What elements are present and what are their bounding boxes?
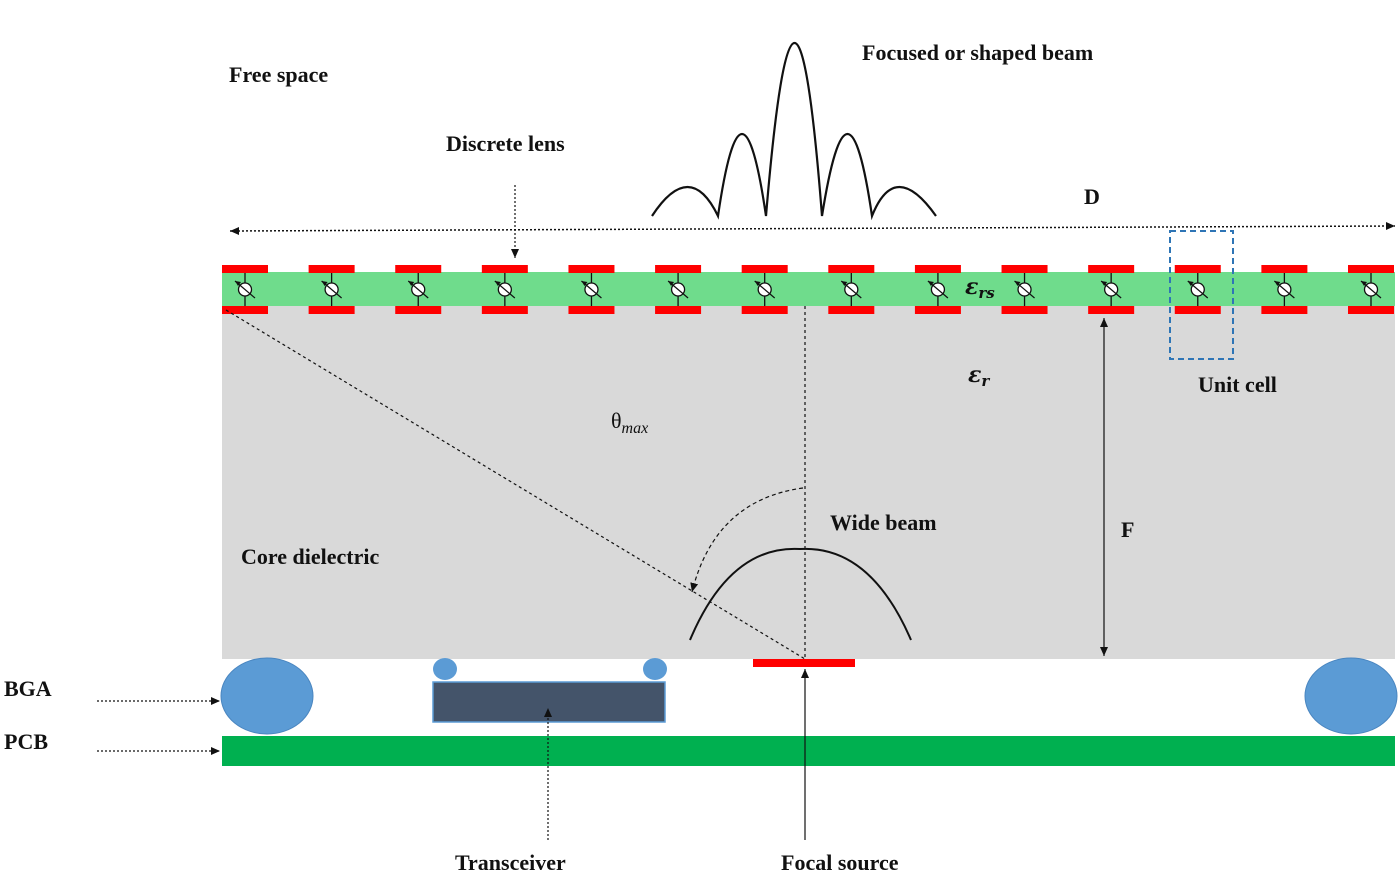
unit-cell	[568, 265, 615, 314]
unit-cell	[1174, 265, 1221, 314]
lens-permittivity-subscript: rs	[978, 284, 995, 302]
bottom-patch	[481, 306, 528, 314]
phase-shifter-arrowhead	[668, 281, 675, 286]
unit-cell	[222, 265, 268, 314]
transceiver-chip	[432, 681, 666, 723]
top-patch	[1261, 265, 1308, 273]
core-permittivity-symbol: ε	[968, 362, 981, 388]
top-patch	[828, 265, 875, 273]
phase-shifter-arrowhead	[1101, 281, 1108, 286]
pcb-label: PCB	[4, 729, 48, 754]
bottom-patch	[568, 306, 615, 314]
unit-cell	[395, 265, 442, 314]
bottom-patch	[1001, 306, 1048, 314]
bottom-patch	[741, 306, 788, 314]
transceiver-bump-left	[433, 658, 457, 680]
bottom-patch	[308, 306, 355, 314]
focal-source-patch	[753, 659, 855, 667]
focused-beam-pattern	[651, 41, 937, 221]
bottom-patch	[914, 306, 961, 314]
top-patch	[741, 265, 788, 273]
top-patch	[308, 265, 355, 273]
bottom-patch	[1088, 306, 1135, 314]
wide-beam-label: Wide beam	[830, 510, 937, 535]
unit-cell	[1348, 265, 1394, 314]
phase-shifter-arrowhead	[1014, 281, 1021, 286]
phase-shifter-arrowhead	[1361, 281, 1367, 286]
core-dielectric-block	[222, 305, 1395, 659]
free-space-label: Free space	[229, 62, 328, 87]
top-patch	[914, 265, 961, 273]
bga-label: BGA	[4, 676, 52, 701]
core-permittivity-label: εr	[968, 362, 990, 390]
unit-cell	[1001, 265, 1048, 314]
core-dielectric-label: Core dielectric	[241, 544, 379, 569]
top-patch	[655, 265, 702, 273]
theta-subscript: max	[622, 420, 649, 437]
bottom-patch	[1348, 306, 1394, 314]
phase-shifter-arrowhead	[754, 281, 761, 286]
wide-beam-pattern	[689, 547, 912, 641]
phase-shifter-arrowhead	[494, 281, 501, 286]
lens-permittivity-symbol: ε	[965, 274, 978, 300]
phase-shifter-arrowhead	[841, 281, 848, 286]
discrete-lens-label: Discrete lens	[446, 131, 565, 156]
unit-cell	[914, 265, 961, 314]
theta-max-label: θmax	[611, 408, 648, 437]
unit-cell	[1088, 265, 1135, 314]
unit-cell	[828, 265, 875, 314]
theta-max-ray	[225, 309, 806, 660]
bottom-patch	[1261, 306, 1308, 314]
focused-beam-label: Focused or shaped beam	[862, 40, 1093, 65]
top-patch	[568, 265, 615, 273]
unit-cell	[741, 265, 788, 314]
bottom-patch	[395, 306, 442, 314]
phase-shifter-arrowhead	[1187, 281, 1194, 286]
unit-cell	[308, 265, 355, 314]
unit-cell	[655, 265, 702, 314]
bga-ball-right	[1304, 657, 1398, 735]
bga-ball-left	[220, 657, 314, 735]
top-patch	[395, 265, 442, 273]
lens-permittivity-label: εrs	[965, 274, 995, 302]
top-patch	[1174, 265, 1221, 273]
focal-source-label: Focal source	[781, 850, 899, 873]
theta-symbol: θ	[611, 408, 622, 433]
bottom-patch	[222, 306, 268, 314]
unit-cell-label: Unit cell	[1198, 372, 1277, 397]
phase-shifter-arrowhead	[408, 281, 415, 286]
phase-shifter-arrowhead	[235, 281, 241, 286]
core-permittivity-subscript: r	[981, 372, 990, 390]
unit-cell	[1261, 265, 1308, 314]
transceiver-bump-right	[643, 658, 667, 680]
theta-angle-arc	[690, 487, 804, 593]
top-patch	[481, 265, 528, 273]
phase-shifter-arrowhead	[321, 281, 328, 286]
bottom-patch	[828, 306, 875, 314]
bottom-patch	[1174, 306, 1221, 314]
top-patch	[222, 265, 268, 273]
pcb-board	[222, 736, 1395, 766]
top-patch	[1001, 265, 1048, 273]
bottom-patch	[655, 306, 702, 314]
phase-shifter-arrowhead	[927, 281, 934, 286]
aperture-d-label: D	[1084, 184, 1100, 209]
phase-shifter-arrowhead	[1274, 281, 1281, 286]
top-patch	[1088, 265, 1135, 273]
phase-shifter-arrowhead	[581, 281, 588, 286]
lens-layer	[222, 272, 1395, 306]
transceiver-label: Transceiver	[455, 850, 566, 873]
unit-cell	[481, 265, 528, 314]
focal-length-f-label: F	[1121, 517, 1134, 542]
top-patch	[1348, 265, 1394, 273]
unit-cell-array	[222, 265, 1394, 314]
